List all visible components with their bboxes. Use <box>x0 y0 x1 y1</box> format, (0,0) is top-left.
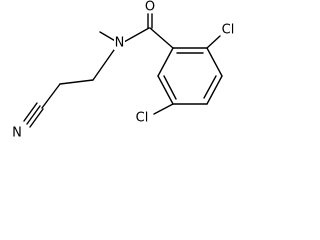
bond-n-carbonyl <box>123 27 150 43</box>
bond-nitrile-2 <box>29 108 44 128</box>
atom-labels: O N N Cl Cl <box>12 0 234 141</box>
bond-ch2-nitrile-c <box>41 83 61 109</box>
molecule-structure-diagram: O N N Cl Cl <box>12 0 234 141</box>
ring-double-3 <box>163 75 177 100</box>
bond-carbonyl-ring <box>149 27 174 49</box>
ring-bond-5 <box>157 75 174 105</box>
atom-chlorine-bottom: Cl <box>136 111 149 126</box>
bond-nitrile-1 <box>26 105 41 125</box>
ring-double-2 <box>203 75 217 99</box>
ring-bond-2 <box>206 47 223 77</box>
bond-ch2-ch2 <box>59 79 94 85</box>
bond-ring-cl-bottom <box>153 103 174 115</box>
ring-bond-3 <box>206 75 223 105</box>
bond-n-ch2-a <box>92 49 115 81</box>
atom-nitrogen-amide: N <box>115 36 125 51</box>
atom-oxygen: O <box>145 0 155 15</box>
bond-nitrile-3 <box>23 102 38 122</box>
atom-chlorine-top: Cl <box>222 23 235 38</box>
atom-nitrogen-nitrile: N <box>12 126 22 141</box>
ring-bond-6 <box>157 47 174 77</box>
atom-nitrogen-amide-bg <box>114 37 125 50</box>
bond-ring-cl-top <box>206 35 221 49</box>
bonds <box>23 13 223 128</box>
